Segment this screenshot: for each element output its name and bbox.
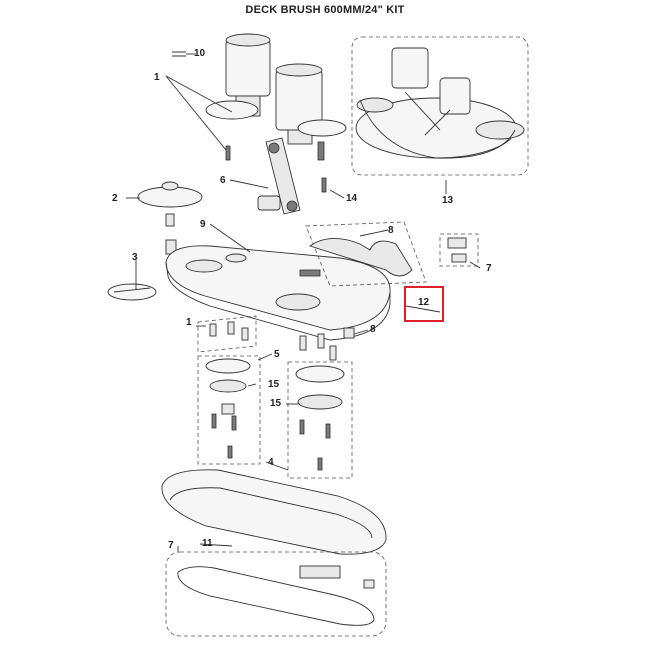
brush-skirt xyxy=(161,469,387,555)
callout-15-right: 15 xyxy=(270,398,282,409)
callout-10: 10 xyxy=(194,48,206,59)
callout-15-left: 15 xyxy=(268,379,280,390)
hardware-group xyxy=(197,315,355,361)
highlighted-part-box xyxy=(404,286,444,322)
callout-1-top: 1 xyxy=(154,72,160,83)
callout-1-mid: 1 xyxy=(186,317,192,328)
motor-left xyxy=(205,33,271,161)
callout-11: 11 xyxy=(202,538,213,549)
callout-13: 13 xyxy=(442,195,454,206)
callout-12: 12 xyxy=(418,297,430,308)
idler-arm xyxy=(257,137,301,215)
callout-5: 5 xyxy=(274,349,280,360)
callout-labels: 1 10 13 2 6 14 9 8 7 3 1 8 5 15 15 4 11 … xyxy=(112,48,492,551)
motor-right xyxy=(275,63,347,161)
pulley-stack-left xyxy=(197,355,261,465)
skirt-clip xyxy=(107,283,157,301)
deck-plate xyxy=(165,245,391,341)
bracket-kit-bottom xyxy=(165,551,387,637)
bracket-kit-right xyxy=(439,233,479,267)
callout-7-bottom: 7 xyxy=(168,540,174,551)
callout-7-right: 7 xyxy=(486,263,492,274)
callout-9: 9 xyxy=(200,219,206,230)
callout-14: 14 xyxy=(346,193,358,204)
callout-3: 3 xyxy=(132,252,138,263)
pulley-stack-right xyxy=(287,361,353,479)
callout-8-top: 8 xyxy=(388,225,394,236)
callout-4: 4 xyxy=(268,457,274,468)
assembly-inset xyxy=(351,36,529,176)
callout-8-mid: 8 xyxy=(370,324,376,335)
callout-2: 2 xyxy=(112,193,118,204)
callout-6: 6 xyxy=(220,175,226,186)
fastener-10 xyxy=(172,51,186,57)
drive-belt-kit xyxy=(305,221,427,287)
fastener-14 xyxy=(321,177,327,193)
diagram-title: DECK BRUSH 600MM/24" KIT xyxy=(245,4,405,16)
leader-lines xyxy=(126,53,481,552)
